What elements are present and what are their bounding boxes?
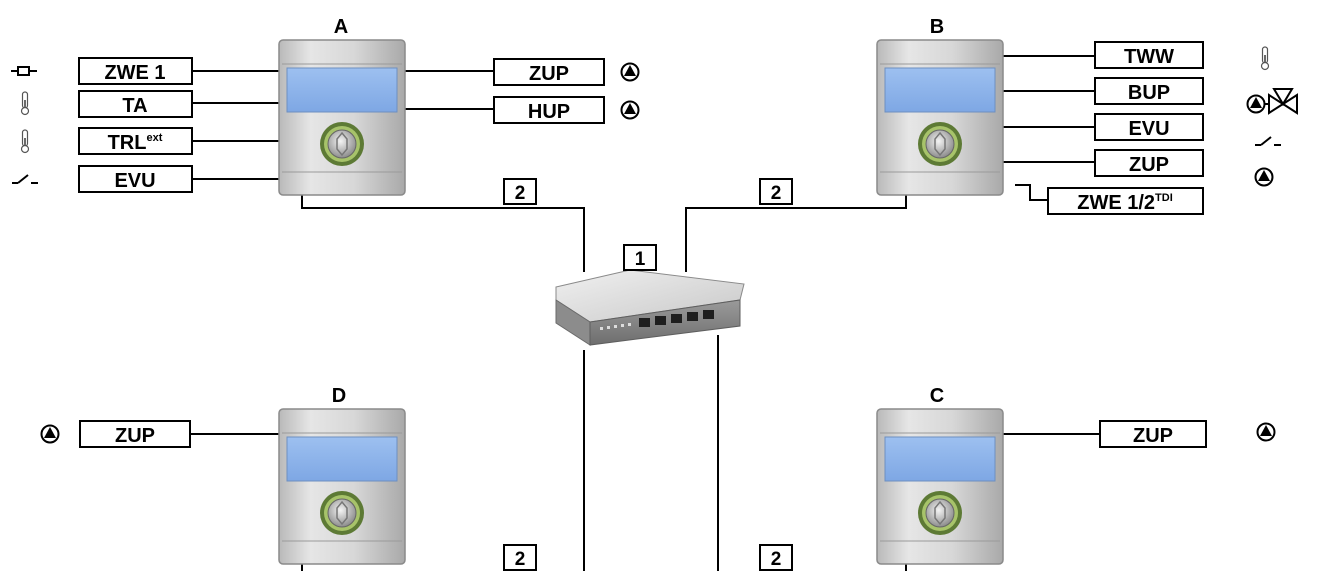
label-b-zwe: ZWE 1/2TDI bbox=[1047, 187, 1204, 215]
controller-a: A bbox=[278, 16, 406, 196]
svg-text:2: 2 bbox=[515, 549, 526, 570]
svg-text:TRLext: TRLext bbox=[108, 132, 163, 154]
switch-contact-icon bbox=[1254, 136, 1282, 146]
label-a-hup: HUP bbox=[493, 96, 605, 124]
controller-c-device bbox=[876, 408, 1004, 565]
label-b-zup: ZUP bbox=[1094, 149, 1204, 177]
svg-text:EVU: EVU bbox=[1128, 118, 1169, 140]
thermometer-icon bbox=[20, 129, 30, 154]
controller-d-title: D bbox=[332, 385, 346, 407]
pump-icon bbox=[1254, 167, 1274, 187]
marker-cable-bottom-left: 2 bbox=[503, 544, 537, 571]
label-a-trl-main: TRL bbox=[108, 132, 147, 154]
marker-switch: 1 bbox=[623, 244, 657, 271]
controller-a-title: A bbox=[334, 16, 348, 38]
svg-text:ZUP: ZUP bbox=[1133, 425, 1173, 447]
label-b-zwe-sup: TDI bbox=[1155, 192, 1173, 204]
marker-cable-top-left: 2 bbox=[503, 178, 537, 205]
switch-leds bbox=[600, 323, 631, 330]
controller-b: B bbox=[876, 16, 1004, 196]
heater-element-icon bbox=[10, 66, 38, 76]
label-a-ta: TA bbox=[78, 90, 193, 118]
switch-ports bbox=[639, 310, 714, 327]
label-a-evu: EVU bbox=[78, 165, 193, 193]
controller-c: C bbox=[876, 385, 1004, 565]
svg-text:ZUP: ZUP bbox=[529, 63, 569, 85]
label-a-trl: TRLext bbox=[78, 127, 193, 155]
controller-b-title: B bbox=[930, 16, 944, 38]
label-b-evu: EVU bbox=[1094, 113, 1204, 141]
controller-b-device bbox=[876, 39, 1004, 196]
pump-icon bbox=[620, 100, 640, 120]
marker-cable-top-right: 2 bbox=[759, 178, 793, 205]
controller-c-title: C bbox=[930, 385, 944, 407]
pump-icon bbox=[620, 62, 640, 82]
network-switch bbox=[555, 269, 745, 346]
label-b-zwe-main: ZWE 1/2 bbox=[1077, 192, 1155, 214]
controller-d: D bbox=[278, 385, 406, 565]
controller-d-device bbox=[278, 408, 406, 565]
svg-text:2: 2 bbox=[771, 183, 782, 204]
pump-icon bbox=[1256, 422, 1276, 442]
wiring bbox=[190, 55, 1100, 571]
svg-text:2: 2 bbox=[515, 183, 526, 204]
svg-text:HUP: HUP bbox=[528, 101, 570, 123]
controller-a-device bbox=[278, 39, 406, 196]
svg-text:2: 2 bbox=[771, 549, 782, 570]
label-b-tww: TWW bbox=[1094, 41, 1204, 69]
svg-text:ZUP: ZUP bbox=[1129, 154, 1169, 176]
label-c-zup: ZUP bbox=[1099, 420, 1207, 448]
svg-text:BUP: BUP bbox=[1128, 82, 1170, 104]
switch-contact-icon bbox=[11, 174, 39, 184]
svg-text:ZUP: ZUP bbox=[115, 425, 155, 447]
svg-text:TWW: TWW bbox=[1124, 46, 1174, 68]
label-a-trl-sup: ext bbox=[146, 132, 162, 144]
svg-text:ZWE 1/2TDI: ZWE 1/2TDI bbox=[1077, 192, 1173, 214]
pump-icon bbox=[40, 424, 60, 444]
label-b-bup: BUP bbox=[1094, 77, 1204, 105]
thermometer-icon bbox=[20, 91, 30, 116]
svg-text:ZWE 1: ZWE 1 bbox=[104, 62, 165, 84]
marker-cable-bottom-right: 2 bbox=[759, 544, 793, 571]
label-d-zup: ZUP bbox=[79, 420, 191, 448]
pump-valve-icon bbox=[1246, 88, 1298, 115]
label-a-zup: ZUP bbox=[493, 58, 605, 86]
svg-text:EVU: EVU bbox=[114, 170, 155, 192]
svg-text:1: 1 bbox=[635, 249, 646, 270]
label-a-zwe1: ZWE 1 bbox=[78, 57, 193, 85]
thermometer-icon bbox=[1260, 46, 1270, 71]
svg-text:TA: TA bbox=[122, 95, 147, 117]
